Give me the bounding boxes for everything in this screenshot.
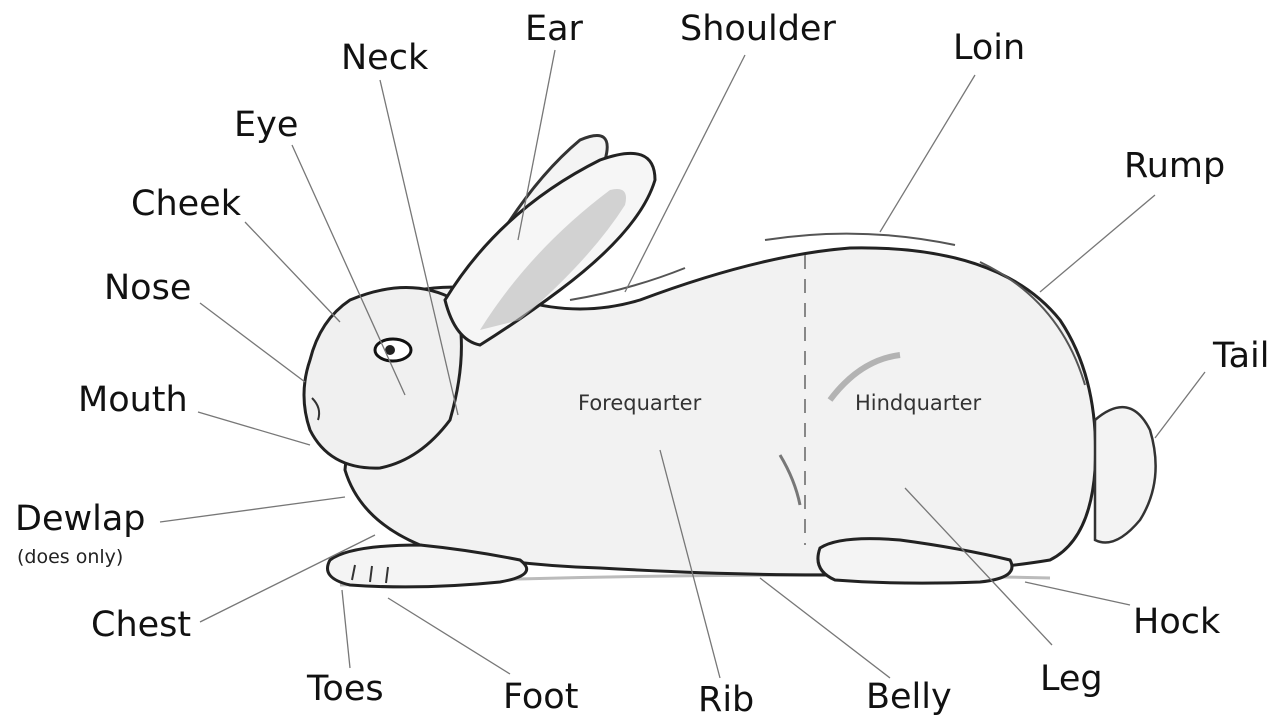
belly-leader [760, 578, 890, 678]
cheek-leader [245, 222, 340, 322]
mouth-leader [198, 412, 310, 445]
hock-leader [1025, 582, 1130, 605]
label-chest: Chest [91, 608, 191, 643]
label-eye: Eye [234, 108, 298, 143]
label-ear: Ear [525, 12, 583, 47]
toes-leader [342, 590, 350, 668]
rabbit-tail [1095, 407, 1156, 542]
label-rib: Rib [698, 683, 754, 718]
label-mouth: Mouth [78, 383, 188, 418]
region-hindquarter: Hindquarter [855, 391, 981, 415]
label-belly: Belly [866, 680, 952, 715]
label-rump: Rump [1124, 149, 1225, 184]
tail-leader [1155, 372, 1205, 438]
label-dewlap-note: (does only) [17, 546, 123, 568]
region-forequarter: Forequarter [578, 391, 701, 415]
label-nose: Nose [104, 271, 191, 306]
label-foot: Foot [503, 680, 578, 715]
label-cheek: Cheek [131, 187, 241, 222]
dewlap-leader [160, 497, 345, 522]
label-dewlap: Dewlap [15, 502, 146, 537]
label-shoulder: Shoulder [680, 12, 836, 47]
label-hock: Hock [1133, 605, 1220, 640]
label-toes: Toes [307, 672, 384, 707]
label-neck: Neck [341, 41, 428, 76]
label-leg: Leg [1040, 662, 1103, 697]
loin-leader [880, 75, 975, 232]
foot-leader [388, 598, 510, 674]
nose-leader [200, 303, 305, 382]
loin-arc [765, 234, 955, 245]
rump-leader [1040, 195, 1155, 292]
label-loin: Loin [953, 31, 1025, 66]
label-tail: Tail [1213, 339, 1269, 374]
